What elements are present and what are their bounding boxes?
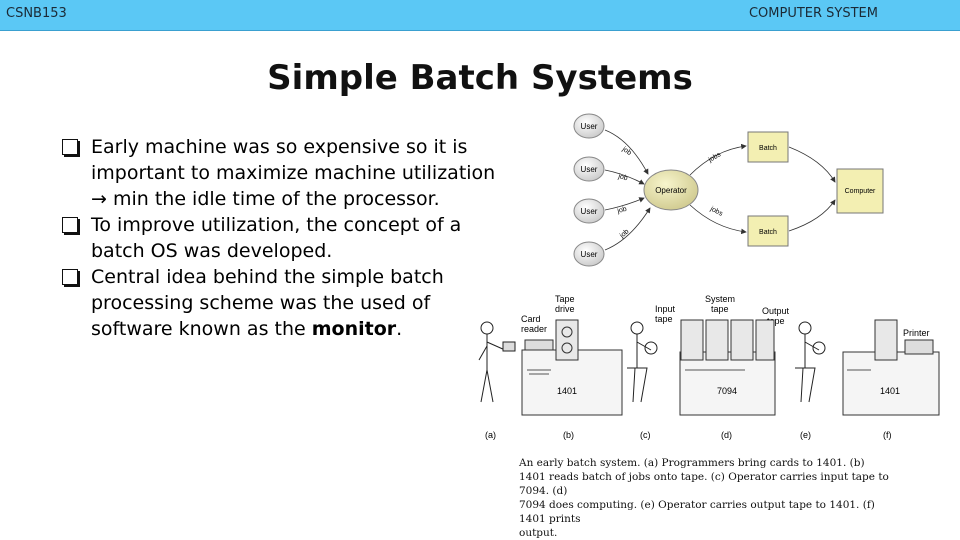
bullet-text: software known as the [91,318,312,340]
course-code: CSNB153 [6,6,67,21]
caption-line: 1401 reads batch of jobs onto tape. (c) … [519,471,889,497]
panel-label: (e) [800,430,811,440]
operator-figure-output [795,321,826,403]
output-tape-label: Output [762,306,790,316]
job-label: job [618,228,631,240]
early-batch-system-illustration: Card reader Tape drive 1401 Input tape S… [478,294,940,440]
machine-1401-left: 1401 [521,319,623,416]
bullet-text: . [396,318,403,340]
caption-line: output. [519,527,558,539]
tape-drive-label: Tape [555,294,575,304]
user-node: User [573,198,605,224]
user-node: User [573,241,605,267]
batch-arrow [788,146,836,183]
bullet-text: processing scheme was the used of [91,292,431,314]
header-bar: CSNB153 COMPUTER SYSTEM [0,0,960,31]
bullet-text: Central idea behind the simple batch [91,266,444,288]
figure-caption: An early batch system. (a) Programmers b… [519,456,899,540]
panel-label: (b) [563,430,574,440]
bullet-text: To improve utilization, the concept of a [91,214,462,236]
panel-label: (c) [640,430,651,440]
panel-label: (d) [721,430,732,440]
batch-label: Batch [759,145,777,152]
job-arrow [604,197,645,211]
user-label: User [581,250,598,259]
panel-label: (f) [883,430,892,440]
bullet-emphasis: monitor [311,318,397,340]
card-reader-label: Card [521,314,541,324]
user-label: User [581,122,598,131]
operator-label: Operator [655,186,687,195]
bullet-list: Early machine was so expensive so it is … [62,134,532,342]
machine-label: 1401 [880,386,900,396]
bullet-text: min the idle time of the processor. [112,188,440,210]
bullet-item: Early machine was so expensive so it is … [62,134,532,212]
operator-node: Operator [643,169,699,211]
printer-label: Printer [903,328,930,338]
card-reader-label: reader [521,324,547,334]
machine-1401-right: 1401 [842,319,940,416]
output-tape-label: tape [767,316,785,326]
job-label: job [620,145,633,157]
subject-title: COMPUTER SYSTEM [748,6,878,21]
checkbox-bullet-icon [62,217,78,233]
bullet-item: To improve utilization, the concept of a… [62,212,532,264]
batch-flow-diagram: User User User User Operator job job job… [573,113,884,267]
user-node: User [573,156,605,182]
caption-line: An early batch system. (a) Programmers b… [519,457,865,469]
operator-figure-input [627,321,658,403]
programmer-figure [478,321,516,403]
input-tape-label: tape [655,314,673,324]
machine-7094: 7094 [679,319,776,416]
jobs-label: jobs [708,205,724,218]
job-label: job [617,173,629,182]
panel-label: (a) [485,430,496,440]
caption-line: 7094 does computing. (e) Operator carrie… [519,499,875,525]
slide-title: Simple Batch Systems [267,58,693,98]
bullet-text: batch OS was developed. [91,240,333,262]
right-arrow-icon: → [91,188,107,210]
bullet-item: Central idea behind the simple batch pro… [62,264,532,342]
batch-box-top: Batch [747,131,789,163]
batch-label: Batch [759,229,777,236]
machine-label: 1401 [557,386,577,396]
jobs-label: jobs [707,151,723,164]
user-label: User [581,207,598,216]
computer-box: Computer [836,168,884,214]
machine-label: 7094 [717,386,737,396]
bullet-text: Early machine was so expensive so it is [91,136,468,158]
input-tape-label: Input [655,304,676,314]
checkbox-bullet-icon [62,139,78,155]
user-label: User [581,165,598,174]
jobs-arrow [689,143,747,176]
batch-box-bottom: Batch [747,215,789,247]
system-tape-label: tape [711,304,729,314]
checkbox-bullet-icon [62,269,78,285]
tape-drive-label: drive [555,304,575,314]
computer-label: Computer [845,188,876,195]
user-node: User [573,113,605,139]
job-arrow [604,207,651,251]
jobs-arrow [689,204,747,235]
bullet-text: important to maximize machine utilizatio… [91,162,496,184]
job-arrow [604,129,649,175]
system-tape-label: System [705,294,735,304]
job-label: job [616,206,628,215]
job-arrow [604,169,645,185]
batch-arrow [788,199,836,232]
